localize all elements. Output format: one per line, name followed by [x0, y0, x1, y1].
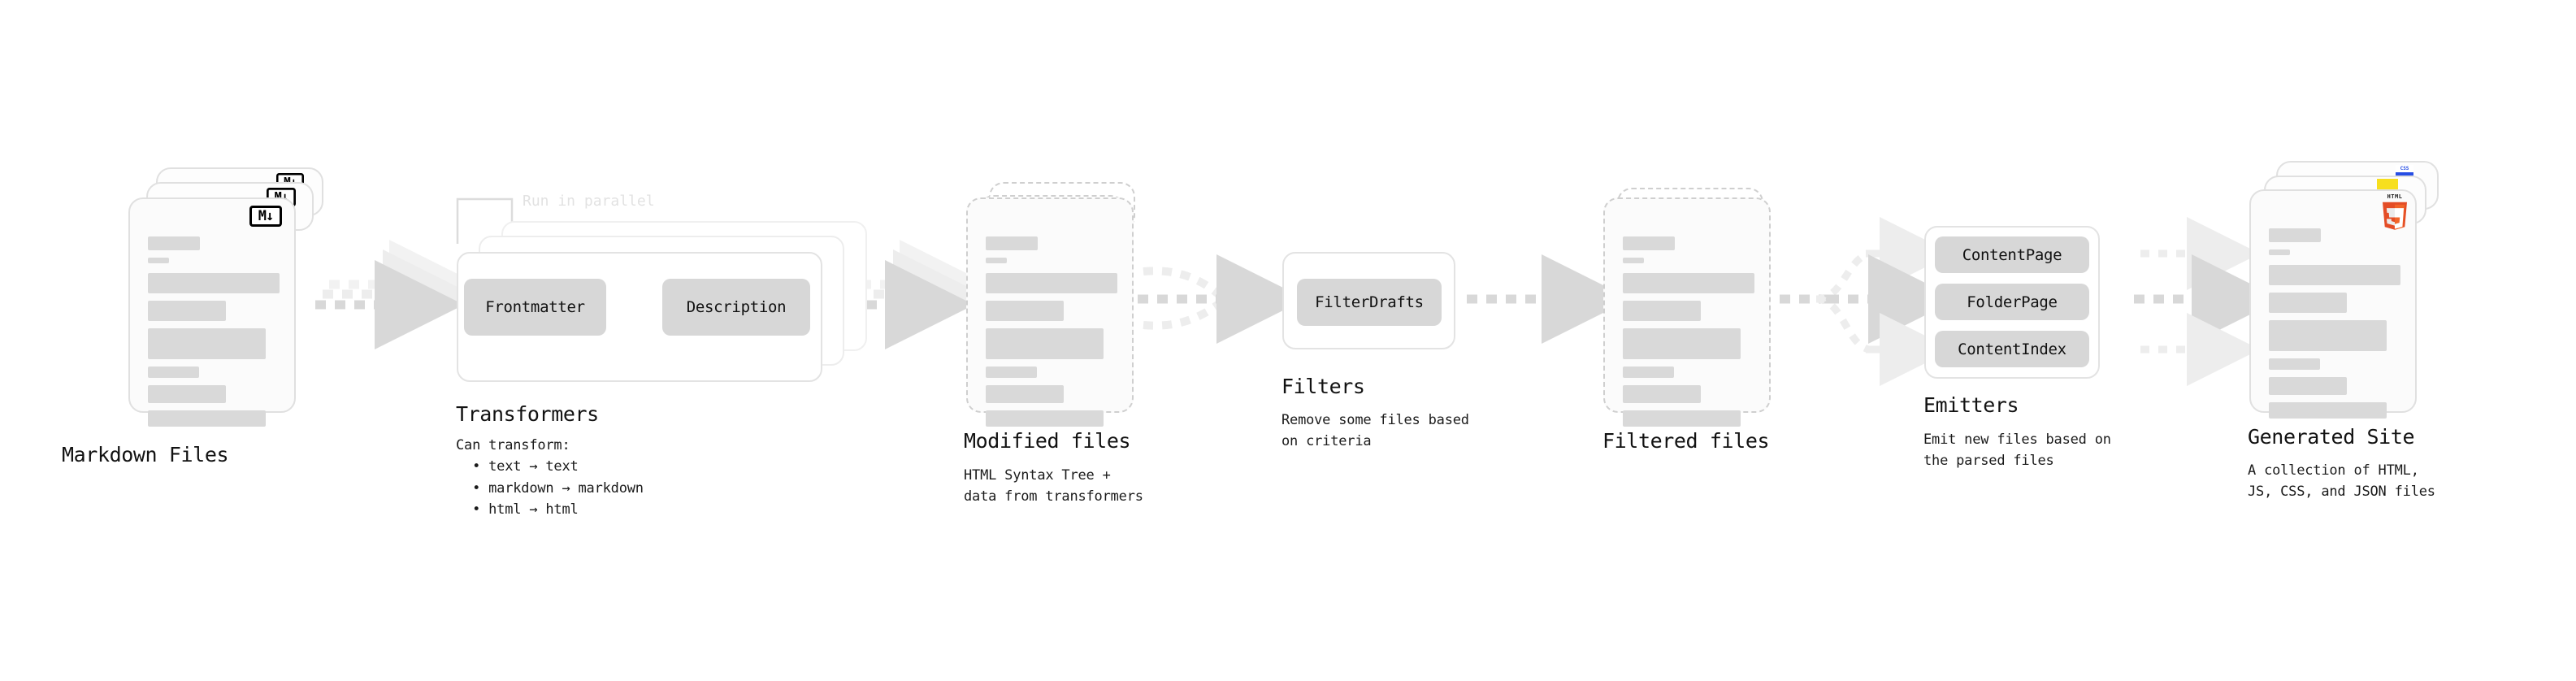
markdown-file-front: [128, 197, 296, 427]
markdown-badge: M↓: [249, 206, 282, 227]
arrow-md-to-transformers: [315, 240, 479, 349]
run-in-parallel-label: Run in parallel: [523, 193, 655, 210]
html5-badge: HTML: [2381, 193, 2409, 230]
caption-markdown-files: Markdown Files: [62, 443, 229, 466]
caption-filters: Filters: [1281, 375, 1365, 398]
site-file-content: [2251, 191, 2415, 419]
chip-description[interactable]: Description: [662, 279, 810, 336]
subcaption-generated-site: A collection of HTML, JS, CSS, and JSON …: [2248, 462, 2435, 501]
arrow-modified-to-filters: [1138, 254, 1306, 344]
arrow-emitters-to-site: [2134, 217, 2281, 386]
caption-filtered-files: Filtered files: [1602, 429, 1770, 453]
markdown-file-content: [130, 199, 294, 427]
caption-modified-files: Modified files: [964, 429, 1131, 453]
filtered-file-content: [1605, 199, 1769, 427]
stage-generated-site: CSS HTML Generated S: [0, 0, 2439, 500]
css-badge: CSS: [2396, 165, 2413, 176]
subcaption-filters: Remove some files based on criteria: [1281, 412, 1469, 450]
caption-transformers: Transformers: [456, 402, 599, 426]
filtered-file-front: [1603, 197, 1771, 427]
chip-contentpage[interactable]: ContentPage: [1935, 236, 2089, 273]
subcaption-modified-files: HTML Syntax Tree + data from transformer…: [964, 467, 1143, 505]
chip-filterdrafts[interactable]: FilterDrafts: [1297, 279, 1442, 326]
arrow-filtered-to-emitters: [1780, 217, 1958, 386]
chip-contentindex[interactable]: ContentIndex: [1935, 331, 2089, 367]
js-badge: [2377, 179, 2398, 192]
chip-frontmatter[interactable]: Frontmatter: [464, 279, 606, 336]
modified-file-content: [968, 199, 1132, 427]
html5-shield-icon: [2382, 202, 2408, 230]
caption-generated-site: Generated Site: [2248, 425, 2415, 449]
html5-badge-tag: HTML: [2387, 193, 2403, 200]
chip-folderpage[interactable]: FolderPage: [1935, 284, 2089, 320]
subcaption-transformers: Can transform: • text → text • markdown …: [456, 437, 644, 518]
modified-file-front: [966, 197, 1134, 427]
caption-emitters: Emitters: [1923, 393, 2019, 417]
subcaption-emitters: Emit new files based on the parsed files: [1923, 432, 2111, 470]
